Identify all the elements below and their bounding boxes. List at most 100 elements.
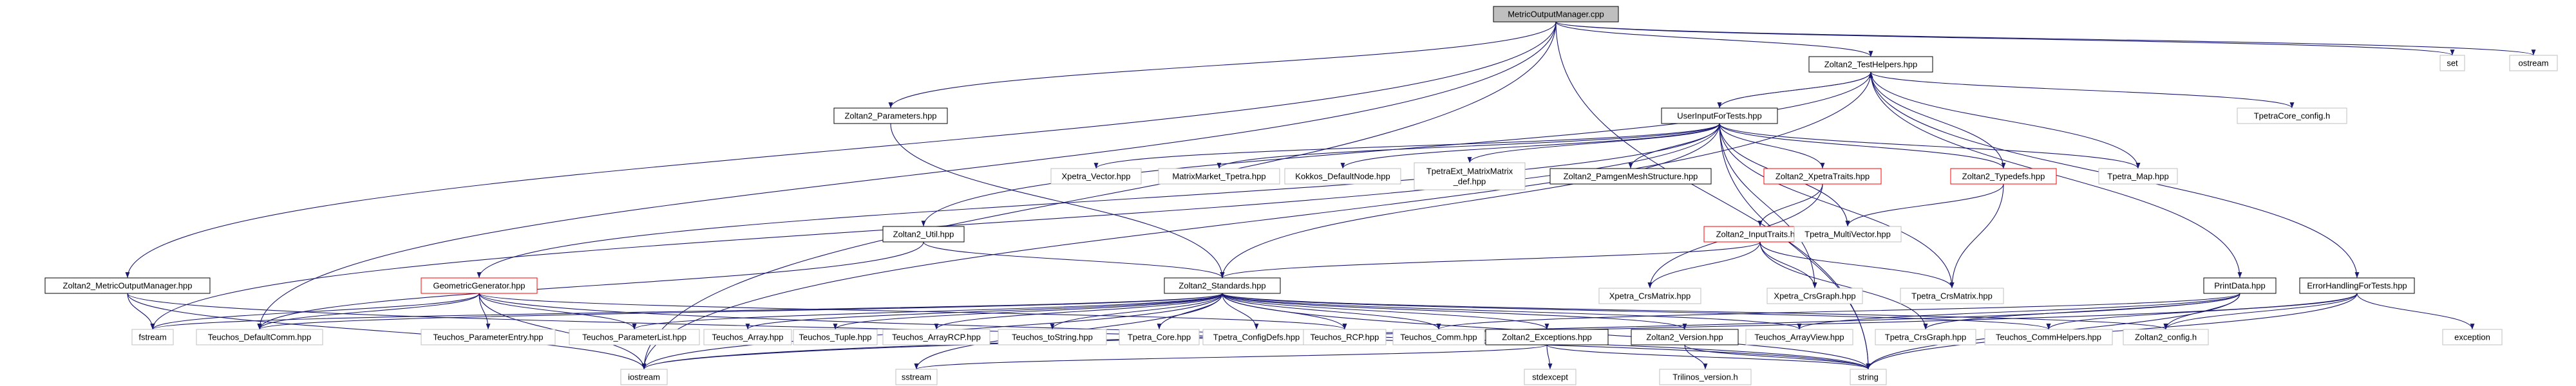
node-set: set [2439, 55, 2465, 71]
node-testhelpers[interactable]: Zoltan2_TestHelpers.hpp [1808, 56, 1933, 73]
node-label: fstream [138, 333, 166, 342]
edge-metricmgr-to-iostream [127, 293, 647, 370]
node-params[interactable]: Zoltan2_Parameters.hpp [833, 107, 948, 124]
node-pdata[interactable]: PrintData.hpp [2203, 277, 2277, 294]
node-label: MetricOutputManager.cpp [1508, 10, 1604, 19]
node-label: Zoltan2_MetricOutputManager.hpp [63, 281, 193, 291]
edge-root-to-testhelpers [1555, 21, 1873, 57]
edge-geogen-to-teuchos_paramlist [478, 293, 637, 330]
node-box [2123, 329, 2209, 345]
node-label: iostream [628, 372, 660, 382]
node-box [1808, 56, 1933, 73]
node-box [1745, 329, 1853, 345]
node-box [1631, 329, 1739, 345]
node-teuchos-commhelpers: Teuchos_CommHelpers.hpp [1984, 329, 2113, 345]
node-tpetra-map: Tpetra_Map.hpp [2098, 168, 2178, 185]
node-box [620, 369, 668, 385]
node-version[interactable]: Zoltan2_Version.hpp [1631, 329, 1739, 345]
node-metricmgr[interactable]: Zoltan2_MetricOutputManager.hpp [44, 277, 211, 294]
edge-root-to-params [888, 21, 1557, 109]
node-label: Tpetra_Core.hpp [1128, 333, 1191, 342]
node-box [2203, 277, 2277, 294]
node-label: Teuchos_DefaultComm.hpp [208, 333, 311, 342]
edge-geogen-to-iostream [478, 293, 647, 370]
node-matrixmarket: MatrixMarket_Tpetra.hpp [1158, 168, 1280, 185]
node-exceptions[interactable]: Zoltan2_Exceptions.hpp [1485, 329, 1609, 345]
node-box [2442, 329, 2503, 345]
node-util[interactable]: Zoltan2_Util.hpp [882, 226, 965, 243]
edge-inputtraits-to-xpetra_crsmatrix [1647, 241, 1761, 289]
edge-geogen-to-fstream [150, 293, 480, 330]
node-ostream: ostream [2509, 55, 2558, 71]
node-tpetra-core: Tpetra_Core.hpp [1119, 329, 1200, 345]
node-label: Teuchos_Tuple.hpp [799, 333, 872, 342]
node-box [1158, 168, 1280, 185]
node-xpetratraits[interactable]: Zoltan2_XpetraTraits.hpp [1763, 168, 1882, 185]
node-box [1661, 107, 1778, 124]
node-teuchos-rcp: Teuchos_RCP.hpp [1303, 329, 1387, 345]
node-tpetra-crsmatrix: Tpetra_CrsMatrix.hpp [1900, 288, 2004, 304]
node-teuchos-tuple: Teuchos_Tuple.hpp [793, 329, 878, 345]
node-box [2439, 55, 2465, 71]
node-box [1493, 6, 1619, 23]
node-trilinos-version: Trilinos_version.h [1659, 369, 1752, 385]
edge-typedefs-to-tpetra_mv [1845, 183, 2004, 227]
dependency-edges [125, 21, 2535, 370]
node-tpetra-crsgraph: Tpetra_CrsGraph.hpp [1875, 329, 1976, 345]
node-label: sstream [902, 372, 931, 382]
node-box [1900, 288, 2004, 304]
node-label: Tpetra_CrsGraph.hpp [1885, 333, 1966, 342]
node-box [1284, 168, 1401, 185]
edge-typedefs-to-testhelpers [1868, 71, 2004, 169]
edge-errh-to-z2config [2163, 293, 2358, 330]
node-box [1984, 329, 2113, 345]
node-box [2098, 168, 2178, 185]
node-box [1303, 329, 1387, 345]
node-xpetra-crsgraph: Xpetra_CrsGraph.hpp [1766, 288, 1863, 304]
edge-standards-to-z2config [1222, 293, 2168, 330]
node-label: stdexcept [1532, 372, 1568, 382]
node-label: Xpetra_CrsMatrix.hpp [1609, 291, 1690, 301]
dependency-nodes: MetricOutputManager.cppZoltan2_TestHelpe… [44, 6, 2558, 385]
node-label: Teuchos_ParameterEntry.hpp [433, 333, 543, 342]
node-label: Zoltan2_PamgenMeshStructure.hpp [1564, 172, 1698, 181]
node-box [1850, 369, 1887, 385]
node-geogen[interactable]: GeometricGenerator.hpp [421, 277, 538, 294]
edge-exceptions-to-string [1546, 344, 1871, 370]
node-iostream: iostream [620, 369, 668, 385]
node-label: Tpetra_Map.hpp [2107, 172, 2168, 181]
node-label: Tpetra_MultiVector.hpp [1804, 230, 1891, 239]
node-teuchos-defaultcomm: Teuchos_DefaultComm.hpp [196, 329, 323, 345]
edge-version-to-string [1684, 344, 1871, 370]
node-teuchos-paramlist: Teuchos_ParameterList.hpp [569, 329, 700, 345]
node-kokkos: Kokkos_DefaultNode.hpp [1284, 168, 1401, 185]
node-label: Zoltan2_Version.hpp [1646, 333, 1723, 342]
node-label: Teuchos_Array.hpp [712, 333, 783, 342]
node-box [998, 329, 1107, 345]
node-box [1766, 288, 1863, 304]
edge-standards-to-teuchos_array [745, 293, 1223, 330]
edge-version-to-trilinos_version [1684, 344, 1708, 370]
node-errh[interactable]: ErrorHandlingForTests.hpp [2299, 277, 2415, 294]
node-label: Teuchos_ParameterList.hpp [582, 333, 687, 342]
node-label: TpetraCore_config.h [2254, 111, 2331, 121]
node-label: Teuchos_toString.hpp [1012, 333, 1093, 342]
node-tpetraext: TpetraExt_MatrixMatrix_def.hpp [1414, 162, 1526, 190]
node-box [1485, 329, 1609, 345]
node-label: Tpetra_ConfigDefs.hpp [1213, 333, 1300, 342]
edge-root-to-set [1555, 21, 2454, 56]
node-box [1794, 226, 1902, 243]
edge-standards-to-teuchos_arrayrcp [934, 293, 1223, 330]
node-label: Zoltan2_config.h [2135, 333, 2197, 342]
edge-standards-to-teuchos_arrayview [1222, 293, 1802, 330]
node-root[interactable]: MetricOutputManager.cpp [1493, 6, 1619, 23]
node-typedefs[interactable]: Zoltan2_Typedefs.hpp [1950, 168, 2057, 185]
node-label: PrintData.hpp [2214, 281, 2266, 291]
node-userinput[interactable]: UserInputForTests.hpp [1661, 107, 1778, 124]
edge-exceptions-to-sstream [914, 344, 1548, 370]
node-pamgen[interactable]: Zoltan2_PamgenMeshStructure.hpp [1549, 168, 1712, 185]
node-box [131, 329, 174, 345]
edge-params-to-standards [890, 123, 1225, 279]
node-standards[interactable]: Zoltan2_Standards.hpp [1164, 277, 1281, 294]
